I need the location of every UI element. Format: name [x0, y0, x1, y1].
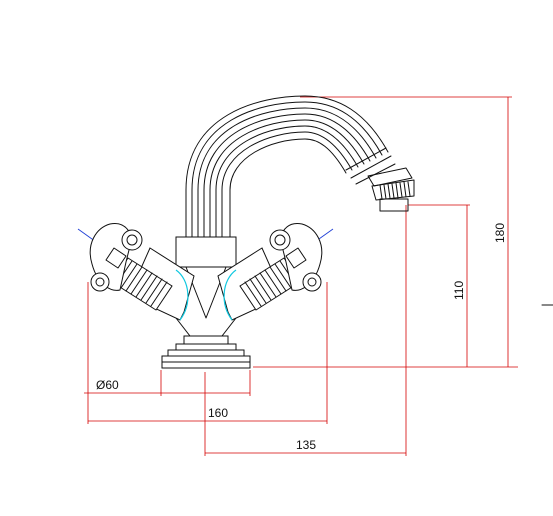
- label-reach: 135: [296, 438, 316, 452]
- left-valve: [89, 223, 195, 321]
- spout: [185, 95, 396, 239]
- label-total-height: 180: [493, 223, 507, 243]
- label-spout-height: 110: [452, 281, 466, 300]
- right-valve: [217, 223, 323, 321]
- right-seal-ring: [223, 269, 237, 321]
- dimension-lines: [84, 96, 518, 456]
- faucet: [89, 95, 415, 369]
- left-seal-ring: [175, 269, 189, 321]
- dimension-labels: Ø60 160 135 110 180: [96, 223, 507, 452]
- label-diameter: Ø60: [96, 378, 119, 392]
- base: [161, 335, 251, 369]
- spout-outlet: [367, 167, 415, 212]
- label-width: 160: [208, 406, 228, 420]
